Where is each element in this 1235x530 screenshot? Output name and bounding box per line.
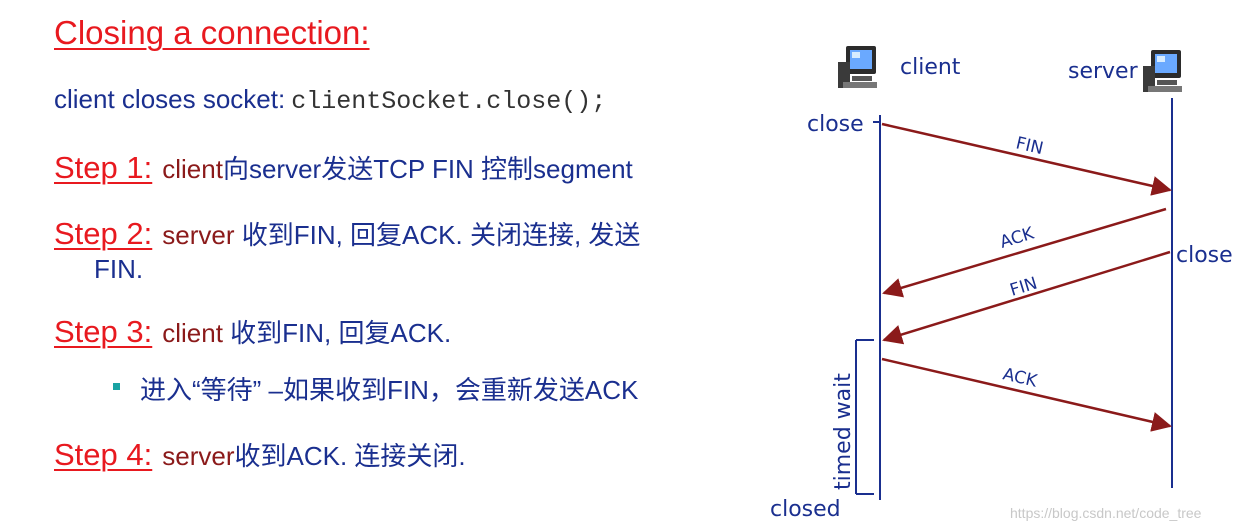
step-3-label: Step 3: — [54, 314, 153, 349]
step-2-continuation: FIN. — [94, 254, 144, 284]
step-3-bullet: 进入“等待” –如果收到FIN，会重新发送ACK — [140, 375, 639, 405]
intro-code: clientSocket.close(); — [291, 87, 607, 116]
server-close-label: close — [1176, 243, 1233, 268]
fin-arrow-server-to-client — [882, 250, 1171, 345]
step-1-label: Step 1: — [54, 150, 153, 185]
ack-arrow-client-to-server — [881, 357, 1172, 432]
step-3-text: 收到FIN, 回复ACK. — [222, 318, 452, 348]
step-2: Step 2: server 收到FIN, 回复ACK. 关闭连接, 发送 — [54, 215, 640, 252]
timed-wait-label: timed wait — [831, 373, 856, 490]
step-2-subject: server — [162, 220, 235, 250]
client-close-label: close — [807, 112, 864, 137]
step-4-text: 收到ACK. 连接关闭. — [234, 441, 466, 471]
client-computer-icon — [838, 46, 877, 88]
ack-arrow-server-to-client — [882, 207, 1167, 298]
server-computer-icon — [1143, 50, 1182, 92]
msg-label-fin-2: FIN — [1008, 274, 1040, 301]
step-4: Step 4: server收到ACK. 连接关闭. — [54, 436, 466, 473]
step-2-label: Step 2: — [54, 216, 153, 251]
step-2-text: 收到FIN, 回复ACK. 关闭连接, 发送 — [234, 220, 641, 250]
step-4-label: Step 4: — [54, 437, 153, 472]
server-label: server — [1068, 59, 1139, 84]
fin-arrow-client-to-server — [881, 122, 1172, 196]
step-1-subject: client — [162, 154, 223, 184]
watermark: https://blog.csdn.net/code_tree — [1010, 505, 1202, 521]
step-3: Step 3: client 收到FIN, 回复ACK. — [54, 313, 451, 350]
step-1: Step 1: client向server发送TCP FIN 控制segment — [54, 149, 633, 186]
slide-title: Closing a connection: — [54, 14, 370, 51]
step-1-text: 向server发送TCP FIN 控制segment — [222, 154, 633, 184]
client-label: client — [900, 55, 961, 80]
closed-label: closed — [770, 497, 841, 522]
bullet-square-icon — [113, 383, 120, 390]
intro-line: client closes socket:clientSocket.close(… — [54, 84, 606, 116]
step-3-subject: client — [162, 318, 223, 348]
step-4-subject: server — [162, 441, 235, 471]
intro-text: client closes socket: — [54, 84, 286, 114]
